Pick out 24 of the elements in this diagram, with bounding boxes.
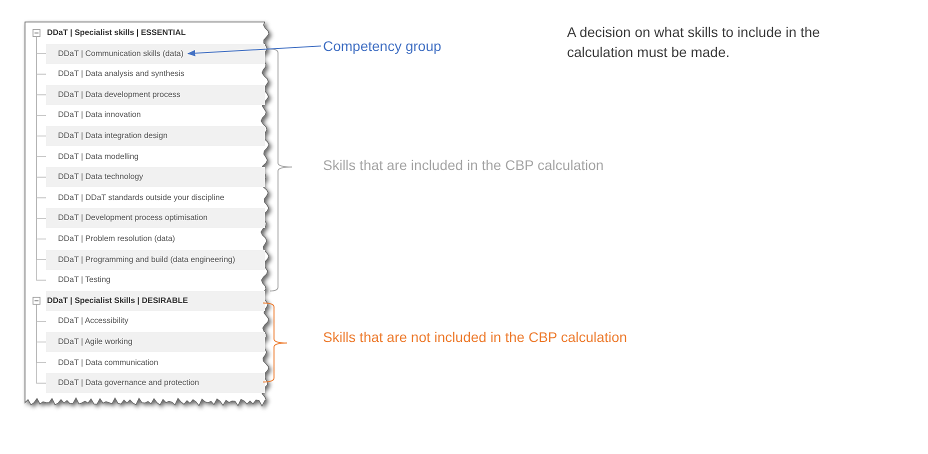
skill-row: DDaT | Programming and build (data engineering) <box>46 250 265 270</box>
skill-row: DDaT | Problem resolution (data) <box>46 229 265 249</box>
skill-row: DDaT | Data modelling <box>46 146 265 167</box>
callout-label: Competency group <box>323 36 442 56</box>
note-text: A decision on what skills to include in the calculation must be made. <box>567 23 821 62</box>
bracket-label: Skills that are not included in the CBP calculation <box>323 328 628 347</box>
bracket-label: Skills that are included in the CBP calculation <box>323 156 604 175</box>
skill-row: DDaT | Development process optimisation <box>46 208 265 228</box>
skill-row: DDaT | Accessibility <box>46 311 265 332</box>
skill-row: DDaT | Data governance and protection <box>46 373 265 394</box>
group-header-row: DDaT | Specialist skills | ESSENTIAL <box>46 23 265 43</box>
skill-row: DDaT | Data development process <box>46 84 265 105</box>
skill-row: DDaT | Data integration design <box>46 126 265 146</box>
skill-row: DDaT | DDaT standards outside your discipline <box>46 188 265 208</box>
leader-arrow <box>187 46 322 56</box>
group-header-row: DDaT | Specialist Skills | DESIRABLE <box>46 290 265 311</box>
skill-row: DDaT | Agile working <box>46 332 265 352</box>
tree-connector-line <box>36 304 46 384</box>
skill-row: DDaT | Data communication <box>46 352 265 373</box>
skill-row: DDaT | Data innovation <box>46 105 265 126</box>
skill-row: DDaT | Data technology <box>46 167 265 188</box>
skill-row: DDaT | Testing <box>46 270 265 290</box>
skill-row: DDaT | Communication skills (data) <box>46 44 265 64</box>
skill-row: DDaT | Data analysis and synthesis <box>46 64 265 84</box>
